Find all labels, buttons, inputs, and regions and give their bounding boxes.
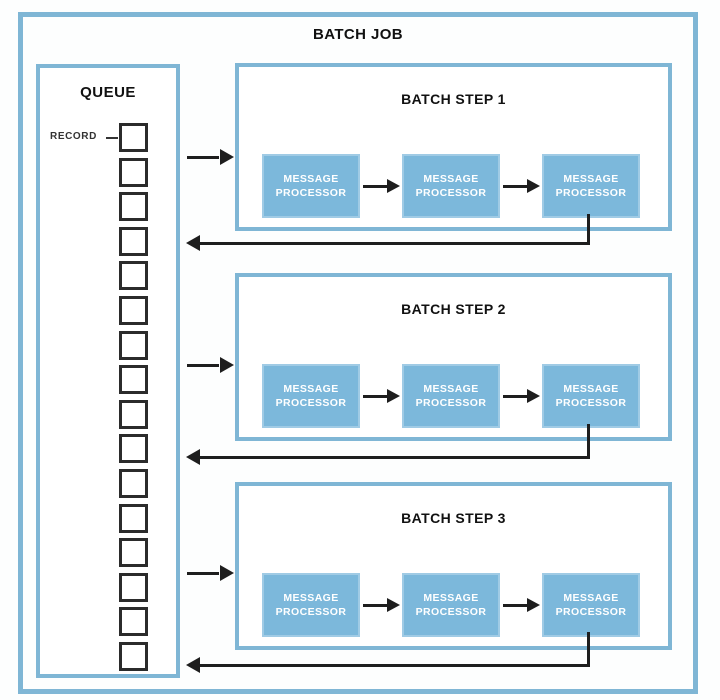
queue-record [119, 503, 148, 533]
step2-return-arrow-head [186, 449, 200, 465]
queue-box: QUEUE [36, 64, 180, 678]
arrow-right-icon [500, 597, 542, 613]
arrow-head [220, 149, 234, 165]
queue-record [119, 365, 148, 395]
message-processor: MESSAGE PROCESSOR [402, 154, 500, 218]
queue-record [119, 157, 148, 187]
queue-to-step1-arrow-icon [187, 149, 234, 165]
step3-return-arrow-head [186, 657, 200, 673]
arrow-line [187, 155, 219, 159]
processor-row: MESSAGE PROCESSOR MESSAGE PROCESSOR MESS… [262, 364, 640, 428]
message-processor: MESSAGE PROCESSOR [542, 573, 640, 637]
queue-title: QUEUE [80, 84, 136, 101]
queue-record [119, 330, 148, 360]
record-pointer-line [106, 137, 118, 139]
arrow-right-icon [500, 178, 542, 194]
arrow-line [187, 363, 219, 367]
batch-step-2-title: BATCH STEP 2 [401, 301, 506, 317]
arrow-line [363, 394, 389, 398]
step1-return-arrow-head [186, 235, 200, 251]
queue-record [119, 468, 148, 498]
queue-record [119, 192, 148, 222]
batch-step-1-title: BATCH STEP 1 [401, 91, 506, 107]
queue-record [119, 538, 148, 568]
batch-job-title: BATCH JOB [313, 26, 403, 43]
queue-record [119, 572, 148, 602]
arrow-head [387, 179, 400, 193]
arrow-head [220, 357, 234, 373]
step1-return-vertical-line [587, 214, 590, 245]
processor-row: MESSAGE PROCESSOR MESSAGE PROCESSOR MESS… [262, 573, 640, 637]
batch-job-frame [18, 12, 698, 694]
queue-to-step3-arrow-icon [187, 565, 234, 581]
queue-record [119, 607, 148, 637]
message-processor: MESSAGE PROCESSOR [262, 364, 360, 428]
step3-return-horizontal-line [200, 664, 590, 667]
batch-step-2: BATCH STEP 2 MESSAGE PROCESSOR MESSAGE P… [235, 273, 672, 441]
step2-return-horizontal-line [200, 456, 590, 459]
message-processor: MESSAGE PROCESSOR [262, 573, 360, 637]
step3-return-vertical-line [587, 632, 590, 667]
message-processor: MESSAGE PROCESSOR [402, 573, 500, 637]
queue-record [119, 434, 148, 464]
queue-record [119, 123, 148, 152]
batch-step-3-title: BATCH STEP 3 [401, 510, 506, 526]
arrow-head [387, 389, 400, 403]
queue-record [119, 295, 148, 325]
message-processor: MESSAGE PROCESSOR [542, 154, 640, 218]
queue-record [119, 261, 148, 291]
queue-to-step2-arrow-icon [187, 357, 234, 373]
batch-step-3: BATCH STEP 3 MESSAGE PROCESSOR MESSAGE P… [235, 482, 672, 650]
arrow-right-icon [500, 388, 542, 404]
message-processor: MESSAGE PROCESSOR [402, 364, 500, 428]
arrow-line [363, 184, 389, 188]
arrow-head [220, 565, 234, 581]
arrow-line [503, 603, 529, 607]
message-processor: MESSAGE PROCESSOR [542, 364, 640, 428]
arrow-head [387, 598, 400, 612]
arrow-head [527, 179, 540, 193]
arrow-right-icon [360, 178, 402, 194]
queue-record [119, 226, 148, 256]
queue-record [119, 641, 148, 671]
arrow-line [503, 184, 529, 188]
batch-step-1: BATCH STEP 1 MESSAGE PROCESSOR MESSAGE P… [235, 63, 672, 231]
queue-records [119, 123, 148, 671]
arrow-right-icon [360, 388, 402, 404]
arrow-right-icon [360, 597, 402, 613]
arrow-line [187, 571, 219, 575]
arrow-head [527, 598, 540, 612]
step1-return-horizontal-line [200, 242, 590, 245]
processor-row: MESSAGE PROCESSOR MESSAGE PROCESSOR MESS… [262, 154, 640, 218]
record-label: RECORD [50, 131, 97, 142]
arrow-line [503, 394, 529, 398]
message-processor: MESSAGE PROCESSOR [262, 154, 360, 218]
queue-record [119, 399, 148, 429]
step2-return-vertical-line [587, 424, 590, 459]
arrow-line [363, 603, 389, 607]
arrow-head [527, 389, 540, 403]
